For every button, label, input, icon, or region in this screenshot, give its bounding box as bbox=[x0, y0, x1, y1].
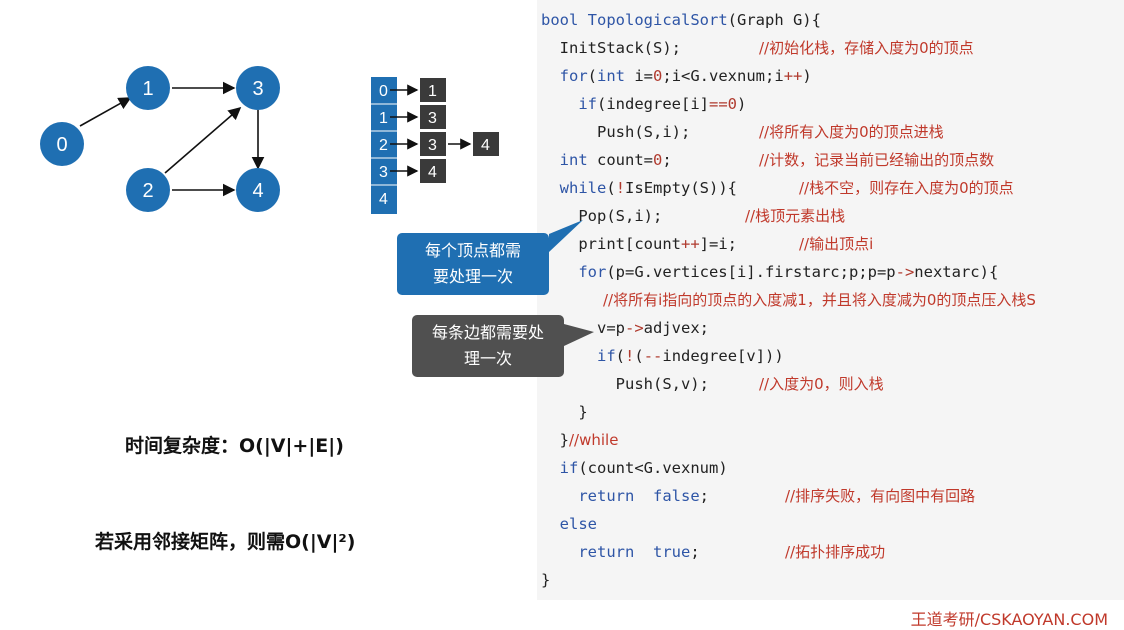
graph-node-2: 2 bbox=[126, 168, 170, 212]
code-line-2: for(int i=0;i<G.vexnum;i++) bbox=[559, 67, 812, 85]
code-panel: bool TopologicalSort(Graph G){ InitStack… bbox=[537, 0, 1124, 600]
code-line-6: while(!IsEmpty(S)){ bbox=[559, 179, 738, 197]
comment-while: //栈不空，则存在入度为0的顶点 bbox=[799, 179, 1014, 197]
graph-node-0: 0 bbox=[40, 122, 84, 166]
graph-node-1: 1 bbox=[126, 66, 170, 110]
svg-text:3: 3 bbox=[428, 137, 437, 154]
svg-text:4: 4 bbox=[252, 180, 263, 202]
code-line-11: v=p->adjvex; bbox=[541, 319, 709, 337]
code-line-4: Push(S,i); bbox=[541, 123, 691, 141]
edge-0-1 bbox=[79, 97, 132, 127]
adj-edge-2-3: 3 bbox=[420, 132, 446, 156]
code-line-14: } bbox=[541, 403, 588, 421]
code-line-15: }//while bbox=[541, 431, 619, 449]
graph-node-4: 4 bbox=[236, 168, 280, 212]
adjacency-list: 0 1 2 3 4 1 3 3 4 4 bbox=[371, 77, 499, 214]
comment-count: //计数，记录当前已经输出的顶点数 bbox=[759, 151, 995, 169]
svg-text:1: 1 bbox=[428, 83, 437, 100]
code-line-0: bool TopologicalSort(Graph G){ bbox=[541, 11, 821, 29]
comment-push-v: //入度为0，则入栈 bbox=[759, 375, 884, 393]
code-line-20: } bbox=[541, 571, 551, 589]
edge-2-3 bbox=[164, 106, 242, 174]
code-line-12: if(!(--indegree[v])) bbox=[597, 347, 784, 365]
adj-edge-2-4: 4 bbox=[473, 132, 499, 156]
svg-text:4: 4 bbox=[481, 137, 490, 154]
code-line-19: return true; bbox=[578, 543, 700, 561]
adj-vertex-4: 4 bbox=[379, 191, 388, 208]
callout-edge: 每条边都需要处理一次 bbox=[412, 315, 564, 377]
svg-text:0: 0 bbox=[56, 134, 67, 156]
footer-brand: 王道考研/CSKAOYAN.COM bbox=[910, 610, 1108, 629]
adj-vertex-1: 1 bbox=[379, 110, 388, 127]
callout-vertex: 每个顶点都需要处理一次 bbox=[397, 233, 549, 295]
comment-success: //拓扑排序成功 bbox=[785, 543, 886, 561]
adj-edge-1-3: 3 bbox=[420, 105, 446, 129]
comment-print: //输出顶点i bbox=[799, 235, 874, 253]
adj-vertex-3: 3 bbox=[379, 164, 388, 181]
code-line-8: print[count++]=i; bbox=[541, 235, 737, 253]
svg-text:4: 4 bbox=[428, 164, 437, 181]
comment-push-zero: //将所有入度为0的顶点进栈 bbox=[759, 123, 944, 141]
comment-init-stack: //初始化栈，存储入度为0的顶点 bbox=[759, 39, 974, 57]
adj-edge-3-4: 4 bbox=[420, 159, 446, 183]
comment-fail: //排序失败，有向图中有回路 bbox=[785, 487, 976, 505]
svg-text:3: 3 bbox=[252, 78, 263, 100]
comment-decrement: //将所有i指向的顶点的入度减1，并且将入度减为0的顶点压入栈S bbox=[603, 291, 1036, 309]
graph-diagram: 0 1 2 3 4 0 1 2 3 4 1 3 3 4 bbox=[40, 66, 499, 214]
code-line-18: else bbox=[559, 515, 597, 533]
svg-text:1: 1 bbox=[142, 78, 153, 100]
code-line-7: Pop(S,i); bbox=[541, 207, 663, 225]
code-line-16: if(count<G.vexnum) bbox=[559, 459, 728, 477]
adj-vertex-0: 0 bbox=[379, 83, 388, 100]
callout-vertex-pointer bbox=[549, 220, 583, 252]
code-line-17: return false; bbox=[578, 487, 710, 505]
code-line-1: InitStack(S); bbox=[541, 39, 681, 57]
adj-vertex-2: 2 bbox=[379, 137, 388, 154]
matrix-complexity-text: 若采用邻接矩阵，则需O(|V|²) bbox=[95, 531, 356, 553]
code-line-3: if(indegree[i]==0) bbox=[578, 95, 747, 113]
callout-edge-pointer bbox=[564, 324, 594, 346]
svg-text:3: 3 bbox=[428, 110, 437, 127]
graph-node-3: 3 bbox=[236, 66, 280, 110]
code-line-9: for(p=G.vertices[i].firstarc;p;p=p->next… bbox=[578, 263, 999, 281]
code-line-5: int count=0; bbox=[559, 151, 672, 169]
adj-edge-0-1: 1 bbox=[420, 78, 446, 102]
comment-pop: //栈顶元素出栈 bbox=[745, 207, 846, 225]
time-complexity-text: 时间复杂度：O(|V|+|E|) bbox=[125, 435, 344, 457]
code-line-13: Push(S,v); bbox=[541, 375, 709, 393]
svg-text:2: 2 bbox=[142, 180, 153, 202]
